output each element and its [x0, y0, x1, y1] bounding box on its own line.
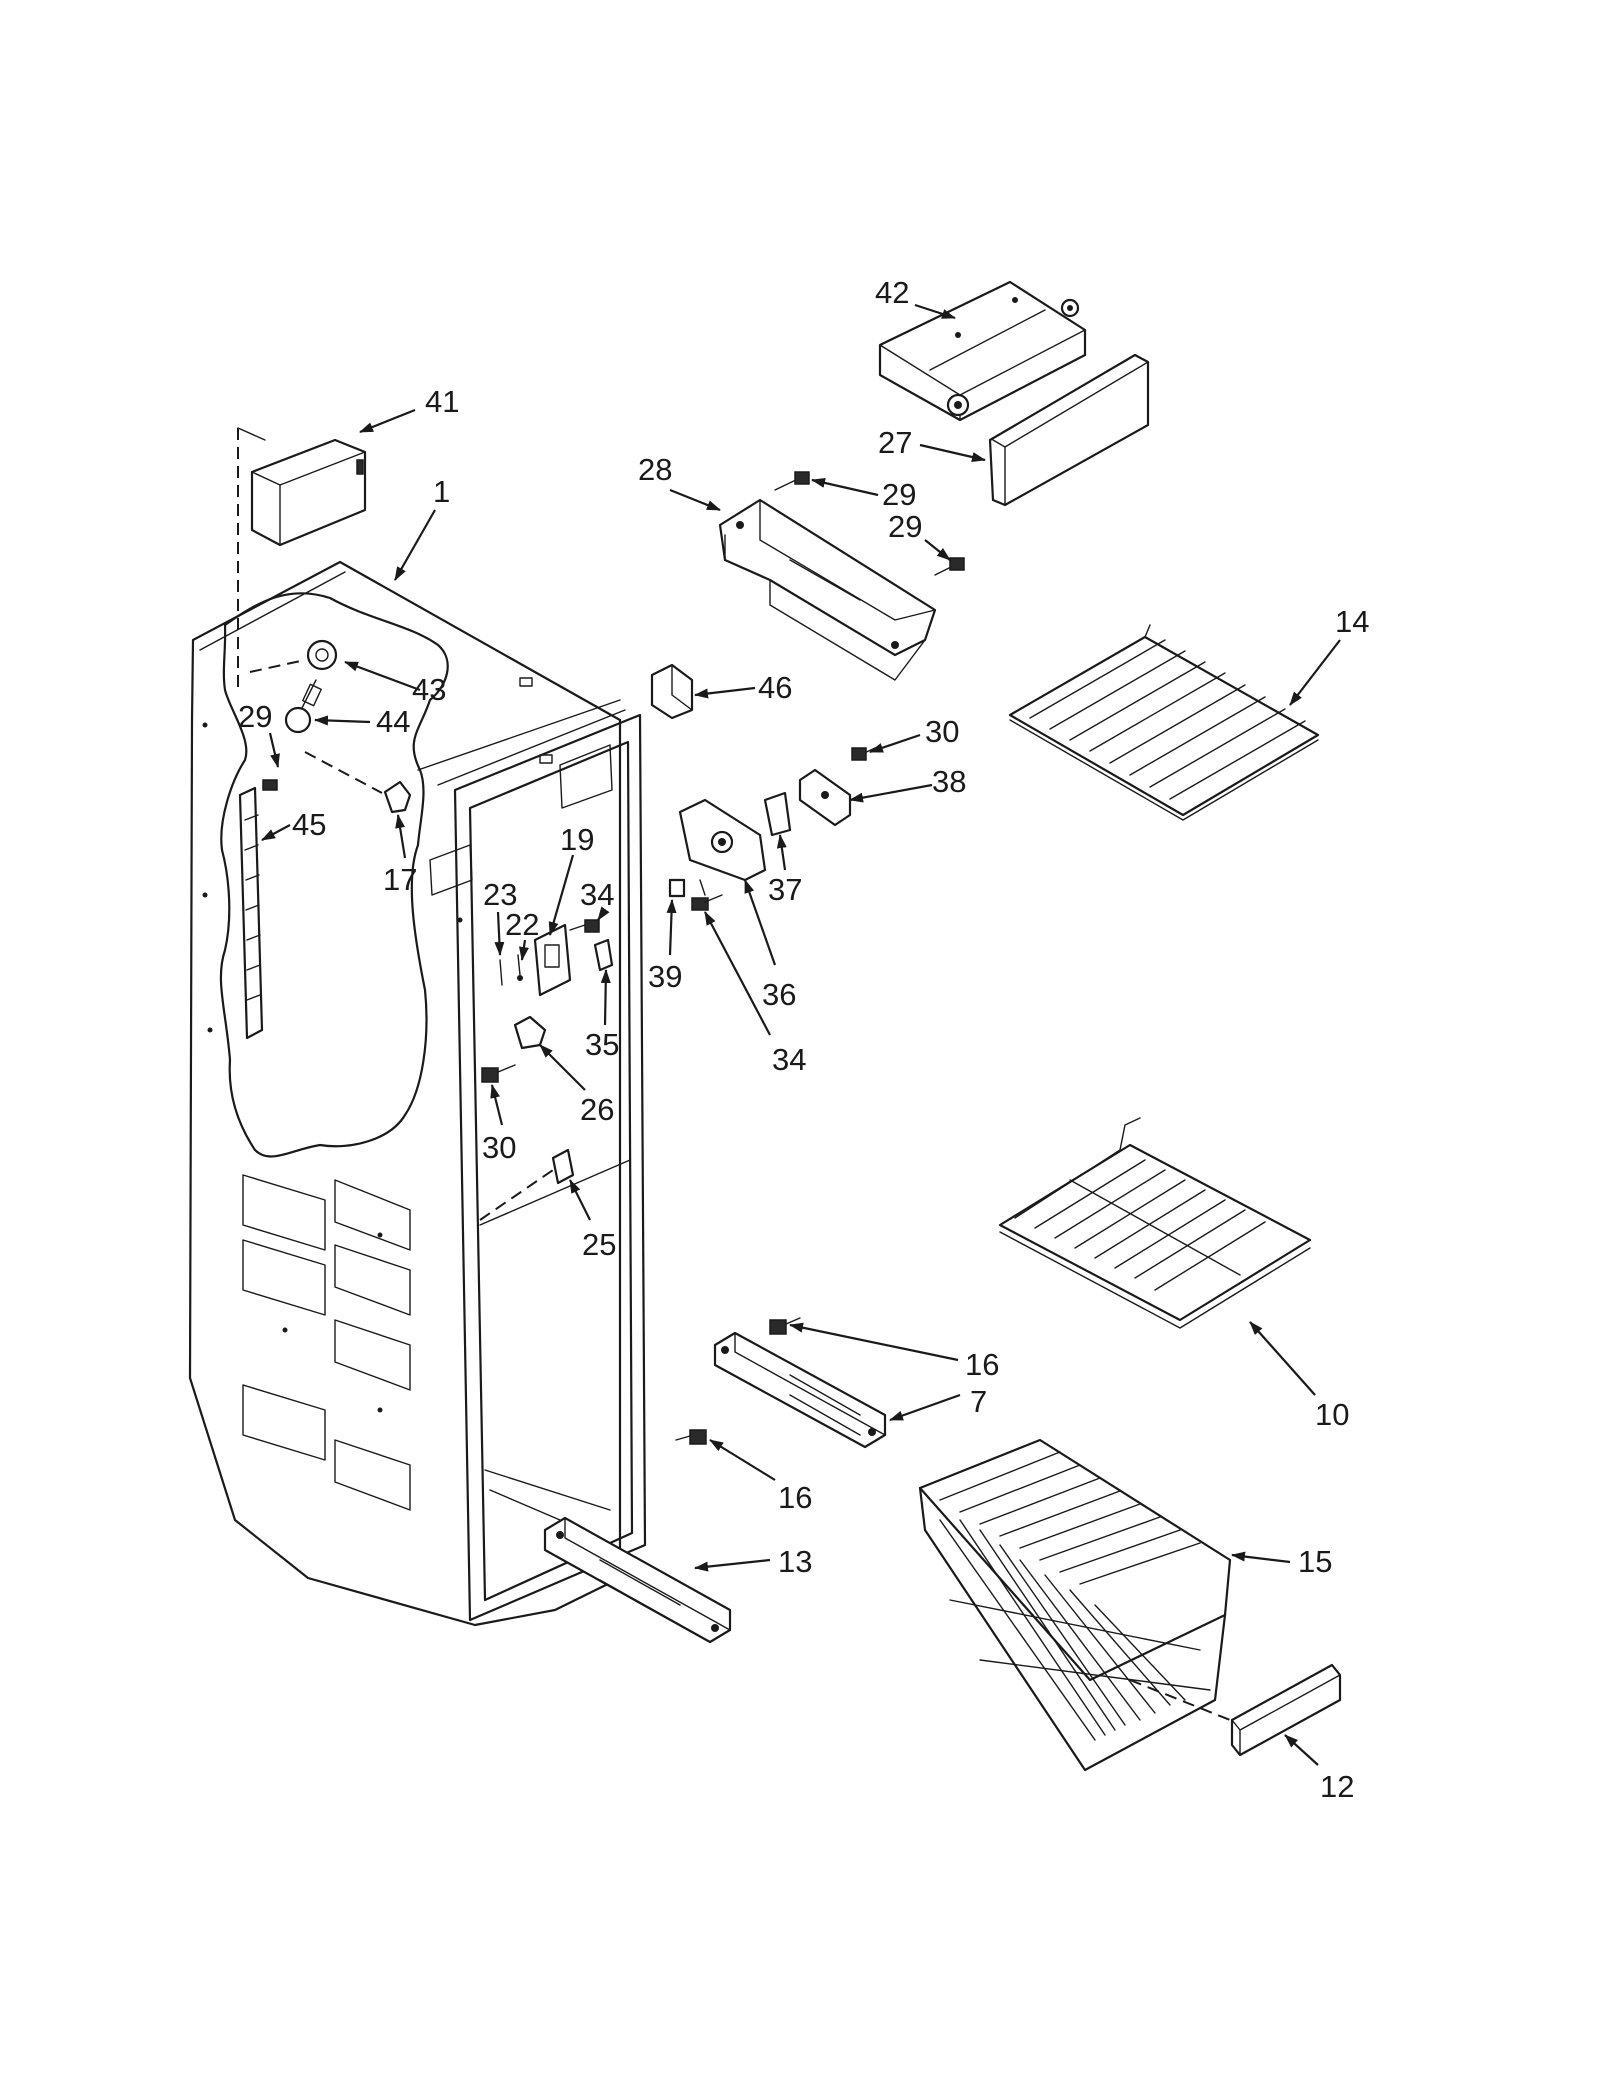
part-17-clip — [304, 751, 412, 814]
part-15-basket — [918, 1438, 1232, 1772]
callout-41: 41 — [425, 384, 459, 419]
callout-37: 37 — [768, 872, 802, 907]
callout-19: 19 — [560, 822, 594, 857]
part-19-thermostat — [533, 923, 572, 997]
callout-22: 22 — [505, 907, 539, 942]
callout-45: 45 — [292, 807, 326, 842]
callout-16-upper: 16 — [965, 1347, 999, 1382]
callout-28: 28 — [638, 452, 672, 487]
part-14-shelf — [1008, 624, 1320, 821]
callout-34-lower: 34 — [772, 1042, 806, 1077]
leader-arrows — [261, 303, 1341, 1766]
part-25-switch — [479, 1148, 575, 1221]
callout-labels: 42 41 1 27 28 29 29 14 43 46 29 44 30 38… — [238, 275, 1369, 1804]
part-45-rail — [238, 779, 278, 1040]
callout-34-upper: 34 — [580, 877, 614, 912]
part-41-cover — [237, 427, 367, 690]
part-26-bracket — [513, 1015, 547, 1050]
callout-30-lower: 30 — [482, 1130, 516, 1165]
callout-15: 15 — [1298, 1544, 1332, 1579]
callout-25: 25 — [582, 1227, 616, 1262]
callout-26: 26 — [580, 1092, 614, 1127]
callout-23: 23 — [483, 877, 517, 912]
part-7-rail — [713, 1331, 887, 1449]
part-42-hinge-cover — [878, 280, 1087, 422]
callout-12: 12 — [1320, 1769, 1354, 1804]
callout-29-right: 29 — [888, 509, 922, 544]
callout-7: 7 — [970, 1384, 987, 1419]
callout-36: 36 — [762, 977, 796, 1012]
callout-46: 46 — [758, 670, 792, 705]
part-46-cover — [650, 663, 694, 720]
screw-29-a — [774, 471, 810, 491]
callout-1: 1 — [433, 474, 450, 509]
part-12-handle — [1230, 1663, 1342, 1757]
callout-35: 35 — [585, 1027, 619, 1062]
screw-34-upper — [569, 919, 600, 933]
cabinet-liner — [188, 560, 647, 1627]
part-27-panel — [988, 353, 1150, 507]
screw-16-upper — [769, 1317, 801, 1335]
callout-39: 39 — [648, 959, 682, 994]
screw-36 — [691, 894, 723, 911]
part-28-bracket — [718, 498, 937, 681]
callout-44: 44 — [376, 704, 410, 739]
screw-29-b — [934, 557, 965, 576]
part-10-shelf — [998, 1117, 1312, 1329]
callout-29-left: 29 — [238, 699, 272, 734]
callout-13: 13 — [778, 1544, 812, 1579]
callout-17: 17 — [383, 862, 417, 897]
callout-38: 38 — [932, 764, 966, 799]
part-43-light-socket — [249, 639, 338, 673]
part-22-23-fasteners — [499, 954, 523, 986]
part-35-clip — [593, 938, 614, 972]
part-13-rail — [543, 1516, 732, 1644]
callout-14: 14 — [1335, 604, 1369, 639]
callout-43: 43 — [412, 672, 446, 707]
part-44-bulb — [284, 679, 322, 734]
screw-30-lower — [481, 1064, 516, 1083]
callout-29-top: 29 — [882, 477, 916, 512]
screw-16-lower — [675, 1429, 707, 1445]
callout-10: 10 — [1315, 1397, 1349, 1432]
callout-42: 42 — [875, 275, 909, 310]
callout-30-right: 30 — [925, 714, 959, 749]
part-38-bracket — [798, 747, 876, 827]
callout-16-lower: 16 — [778, 1480, 812, 1515]
callout-27: 27 — [878, 425, 912, 460]
part-37-control-housing — [678, 791, 792, 896]
part-39-knob — [668, 878, 686, 898]
